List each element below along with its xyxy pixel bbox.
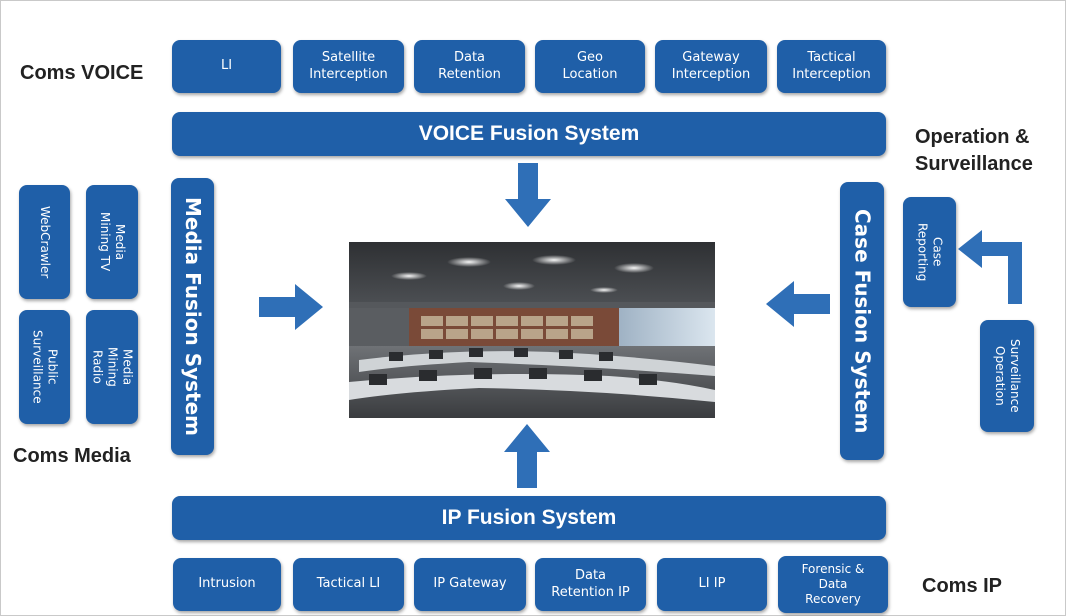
case-fusion-system-bar: Case Fusion System (840, 182, 884, 460)
media-source-media-mining-radio: Media Mining Radio (86, 310, 138, 424)
ip-fusion-system-bar: IP Fusion System (172, 496, 886, 540)
ip-source-forensic-data-recovery: Forensic & Data Recovery (778, 556, 888, 613)
media-source-media-mining-tv: Media Mining TV (86, 185, 138, 299)
arrow-up-icon (504, 424, 550, 488)
coms-voice-label: Coms VOICE (20, 62, 144, 84)
operation-surveillance-label: Operation & Surveillance (915, 126, 1033, 175)
ip-source-data-retention-ip: Data Retention IP (535, 558, 646, 611)
ip-source-ip-gateway: IP Gateway (414, 558, 526, 611)
voice-source-data-retention: Data Retention (414, 40, 525, 93)
voice-source-li: LI (172, 40, 281, 93)
voice-source-gateway-interception: Gateway Interception (655, 40, 767, 93)
coms-media-label: Coms Media (13, 445, 131, 467)
voice-source-satellite-interception: Satellite Interception (293, 40, 404, 93)
coms-ip-label: Coms IP (922, 575, 1003, 597)
arrow-right-icon (259, 284, 323, 330)
ip-source-tactical-li: Tactical LI (293, 558, 404, 611)
media-source-public-surveillance: Public Surveillance (19, 310, 70, 424)
control-room-image (349, 242, 715, 418)
arrow-left-icon (766, 281, 830, 327)
case-reporting-box: Case Reporting (903, 197, 956, 307)
voice-source-tactical-interception: Tactical Interception (777, 40, 886, 93)
voice-fusion-system-bar: VOICE Fusion System (172, 112, 886, 156)
bent-arrow-icon (958, 230, 1022, 304)
media-fusion-system-bar: Media Fusion System (171, 178, 214, 455)
media-source-webcrawler: WebCrawler (19, 185, 70, 299)
surveillance-operation-box: Surveillance Operation (980, 320, 1034, 432)
ip-source-li-ip: LI IP (657, 558, 767, 611)
voice-source-geo-location: Geo Location (535, 40, 645, 93)
ip-source-intrusion: Intrusion (173, 558, 281, 611)
arrow-down-icon (505, 163, 551, 227)
